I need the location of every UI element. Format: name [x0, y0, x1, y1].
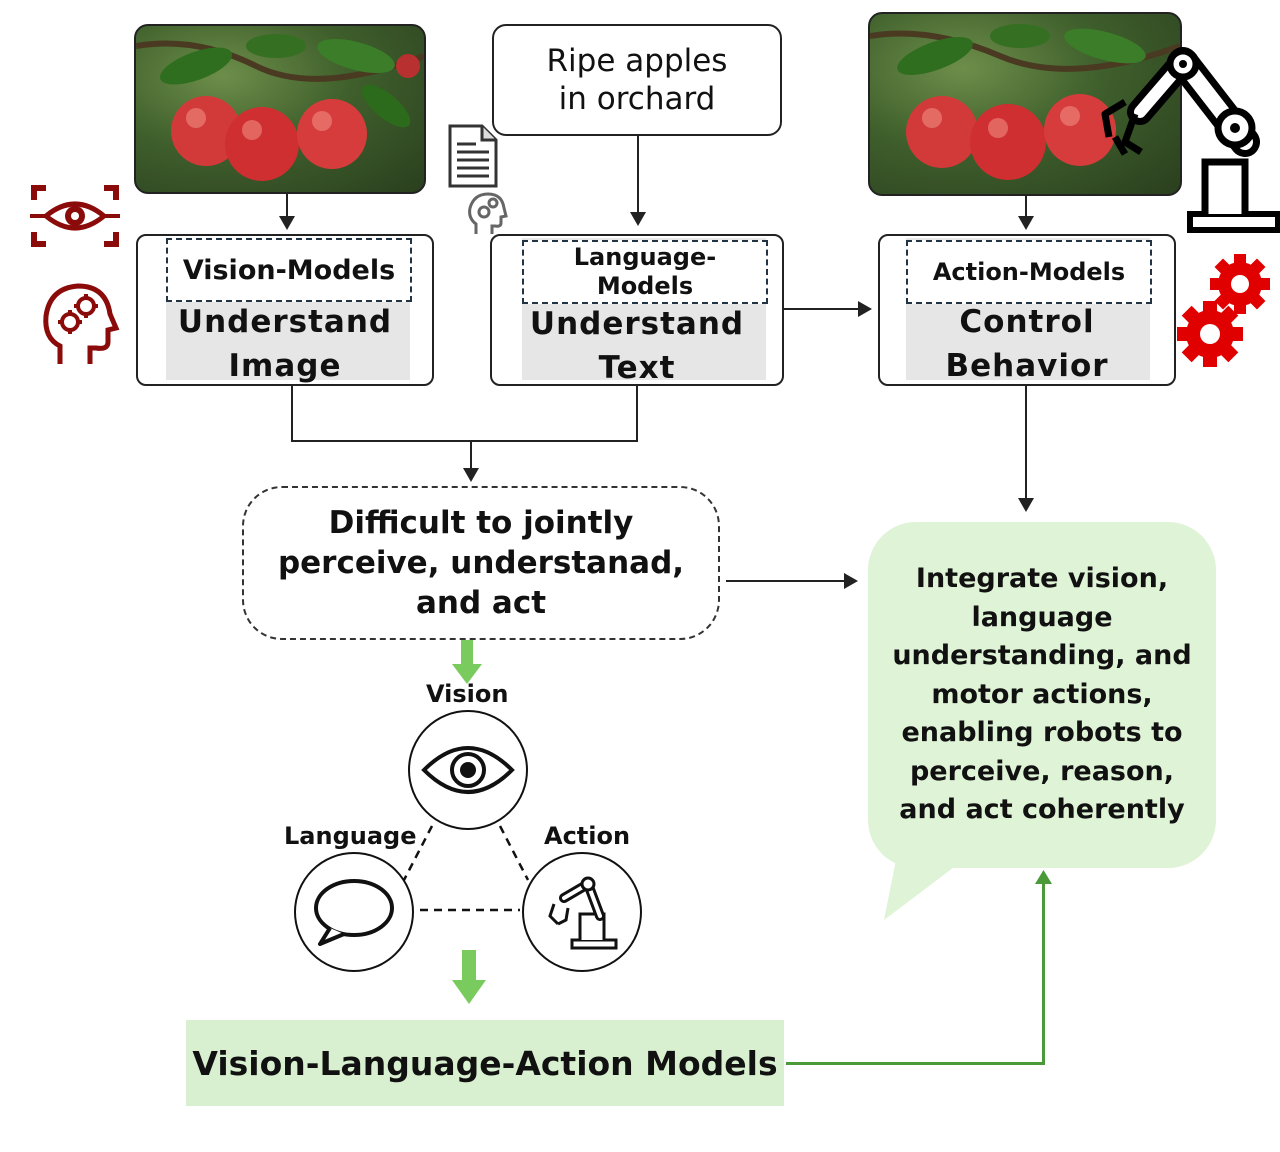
language-circle [294, 852, 414, 972]
vision-models-header: Vision-Models [166, 238, 412, 302]
action-control-label: Control [959, 304, 1095, 340]
head-gear-small-icon [468, 192, 508, 234]
difficult-text-box: Difficult to jointly perceive, understan… [242, 486, 720, 640]
head-gears-icon [43, 283, 120, 364]
triangle-language-label: Language [284, 822, 417, 850]
eye-icon [421, 746, 515, 794]
vla-models-label: Vision-Language-Action Models [192, 1043, 778, 1083]
gears-icon [1177, 254, 1270, 367]
robot-arm-small-icon [548, 876, 618, 950]
document-icon [448, 124, 498, 188]
triangle-vision-label: Vision [426, 680, 509, 708]
language-models-box: Language- Models Understand Text [490, 234, 784, 386]
eye-scan-icon [30, 185, 120, 247]
green-down-arrow-top [452, 640, 482, 684]
integrate-text-bubble: Integrate vision, language understanding… [868, 522, 1216, 868]
vision-understand-label: Understand [177, 304, 393, 340]
action-behavior-label: Behavior [945, 348, 1109, 384]
robot-arm-icon [1101, 47, 1280, 233]
vision-circle [408, 710, 528, 830]
vision-models-box: Vision-Models Understand Image [136, 234, 434, 386]
language-understand-label: Understand [529, 306, 745, 342]
vision-image-label: Image [228, 348, 342, 384]
triangle-connectors [402, 825, 530, 912]
language-models-header: Language- Models [522, 240, 768, 304]
triangle-action-label: Action [544, 822, 631, 850]
action-models-header: Action-Models [906, 240, 1152, 304]
language-text-label: Text [598, 350, 676, 386]
apple-photo-left [134, 24, 426, 194]
green-down-arrow-bottom [452, 950, 486, 1004]
action-models-box: Action-Models Control Behavior [878, 234, 1176, 386]
apple-photo-right [868, 12, 1182, 196]
speech-bubble-icon [314, 879, 394, 946]
action-circle [522, 852, 642, 972]
vla-models-box: Vision-Language-Action Models [186, 1020, 784, 1106]
prompt-text-box: Ripe apples in orchard [492, 24, 782, 136]
